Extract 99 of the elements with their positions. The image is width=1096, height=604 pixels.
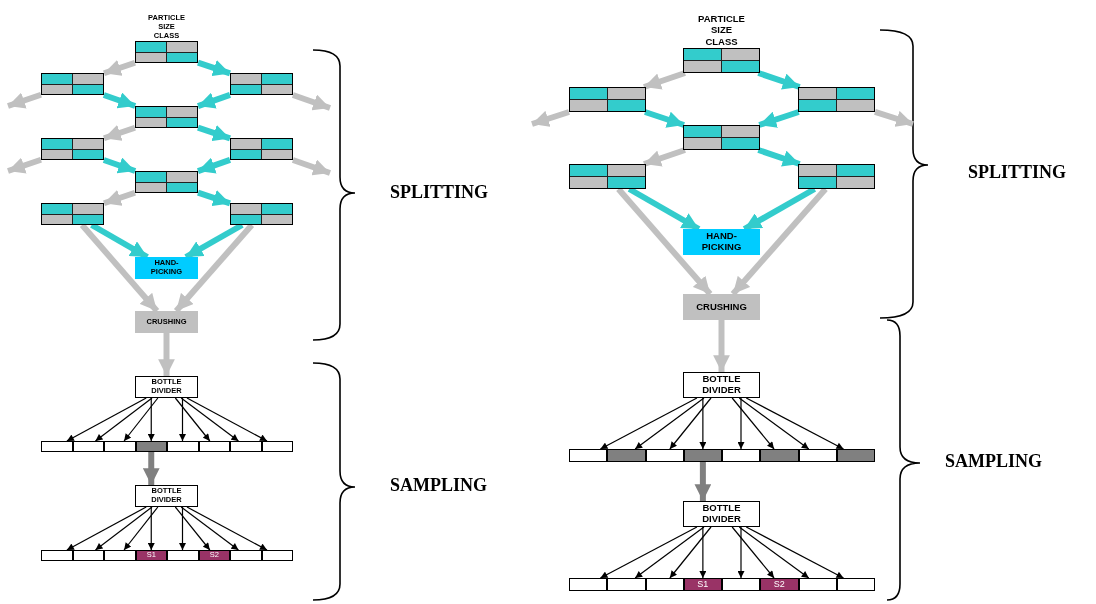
sample-slot [104,550,136,561]
arrow [103,59,136,77]
arrow [669,526,712,579]
sample-slot [261,550,293,561]
section-label: SAMPLING [390,475,487,496]
sample-slot [135,441,167,452]
arrow [699,397,707,450]
sample-slot [41,441,73,452]
sample-slot [569,578,608,591]
heading-text: PARTICLE SIZE CLASS [698,12,745,47]
arrow [123,506,159,551]
sample-slot [722,449,761,462]
sample-slot [760,449,799,462]
arrow [103,189,136,207]
arrow [7,156,42,174]
sample-slot [645,449,684,462]
arrow [291,157,331,176]
arrow [66,506,147,551]
sample-slot: S1 [683,578,722,591]
arrow [173,223,255,313]
sample-slot [569,449,608,462]
section-label: SPLITTING [968,162,1067,183]
arrow [694,462,712,501]
arrow [7,91,42,109]
arrow [644,109,685,128]
arrow [669,397,712,450]
arrow [147,397,155,442]
arrow [197,59,231,77]
arrow [291,92,331,111]
arrow [634,526,705,579]
arrow [197,124,231,142]
arrow [197,92,231,109]
arrow [699,526,707,579]
sample-slot [41,550,73,561]
sample-slot [167,441,199,452]
arrow [94,397,153,442]
arrow [757,147,801,167]
arrow [599,526,698,579]
process-box: HAND-PICKING [683,229,760,255]
arrow [599,397,698,450]
sample-slot [261,441,293,452]
arrow [616,187,713,296]
sample-slot [230,441,262,452]
arrow [102,92,137,109]
arrow [174,397,211,442]
arrow [745,526,845,579]
arrow [643,147,686,167]
sample-slot [72,550,104,561]
arrow [79,223,160,313]
arrow [123,397,159,442]
arrow [643,70,686,90]
arrow [634,397,705,450]
arrow [874,108,914,127]
process-box: CRUSHING [683,294,760,320]
sample-slot [104,441,136,452]
sample-slot [683,449,722,462]
arrow [179,397,186,442]
arrow [197,189,231,207]
arrow [179,506,186,551]
sample-slot [798,449,837,462]
arrow [531,109,570,127]
arrow [758,109,800,128]
sample-slot [167,550,199,561]
arrow [738,397,810,450]
sample-slot: S2 [760,578,799,591]
arrow [94,506,153,551]
section-label: SPLITTING [390,182,489,203]
arrow [180,506,239,551]
sample-slot [198,441,230,452]
arrow [757,70,801,90]
sample-slot [72,441,104,452]
arrow [745,397,845,450]
arrow [174,506,211,551]
arrow [197,157,231,174]
arrow [731,526,775,579]
arrow [186,397,268,442]
arrow [737,397,745,450]
arrow [158,333,175,376]
arrow [180,397,239,442]
arrow [147,506,155,551]
arrow [738,526,810,579]
arrow [186,506,268,551]
sample-slot [722,578,761,591]
arrow [731,397,775,450]
arrow [102,157,137,174]
arrow [713,320,730,372]
arrow [730,187,828,296]
section-label: SAMPLING [945,451,1042,472]
arrow [66,397,147,442]
sample-slot [836,449,875,462]
sample-slot [798,578,837,591]
sample-slot [607,578,646,591]
arrow [142,452,160,485]
sample-slot [230,550,262,561]
arrow [103,124,136,142]
arrow [737,526,745,579]
sample-slot [645,578,684,591]
sample-slot [607,449,646,462]
sample-slot [836,578,875,591]
